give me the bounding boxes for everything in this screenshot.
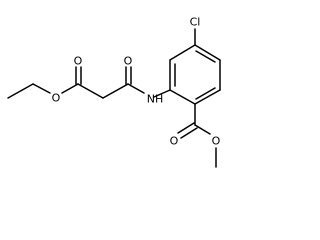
ring-bond-c1-c2	[194, 44, 221, 61]
ester-ether-oxygen-label: O	[52, 92, 61, 105]
amide-nh-label: NH	[147, 93, 164, 106]
bond-oxygen-to-ethyl-ch2	[32, 83, 51, 94]
ring-bond-c4-c5	[169, 89, 196, 105]
structure-drawing: Cl NH O O O O O	[7, 16, 221, 168]
methyl-ester-carbonyl-bond-a	[177, 122, 195, 134]
bond-ch2-to-ester-carbon	[77, 83, 104, 99]
methyl-ester-carbonyl-bond-b	[180, 127, 198, 139]
bond-ring-to-nh	[153, 89, 171, 98]
methyl-ester-carbonyl-oxygen-label: O	[170, 135, 179, 148]
ring-bond-c3-c4	[194, 89, 221, 105]
molecule-diagram: Cl NH O O O O O	[7, 16, 221, 168]
ring-double-bond-inner-2	[195, 87, 216, 100]
ring-bond-c6-c1	[169, 44, 196, 61]
bond-nh-to-amide-carbon	[127, 83, 145, 94]
bond-ester-carbon-to-oxygen	[61, 83, 79, 94]
ring-double-bond-inner-1	[195, 50, 216, 63]
chlorine-label: Cl	[190, 16, 201, 29]
methyl-ester-ether-oxygen-label: O	[212, 135, 221, 148]
ester-carbonyl-oxygen-label: O	[74, 55, 83, 68]
bond-amide-carbon-to-ch2	[102, 83, 129, 99]
bond-methyl-ester-carbon-to-oxygen	[194, 124, 211, 135]
amide-carbonyl-oxygen-label: O	[124, 55, 133, 68]
bond-ethyl-ch2-to-ch3	[7, 83, 34, 99]
